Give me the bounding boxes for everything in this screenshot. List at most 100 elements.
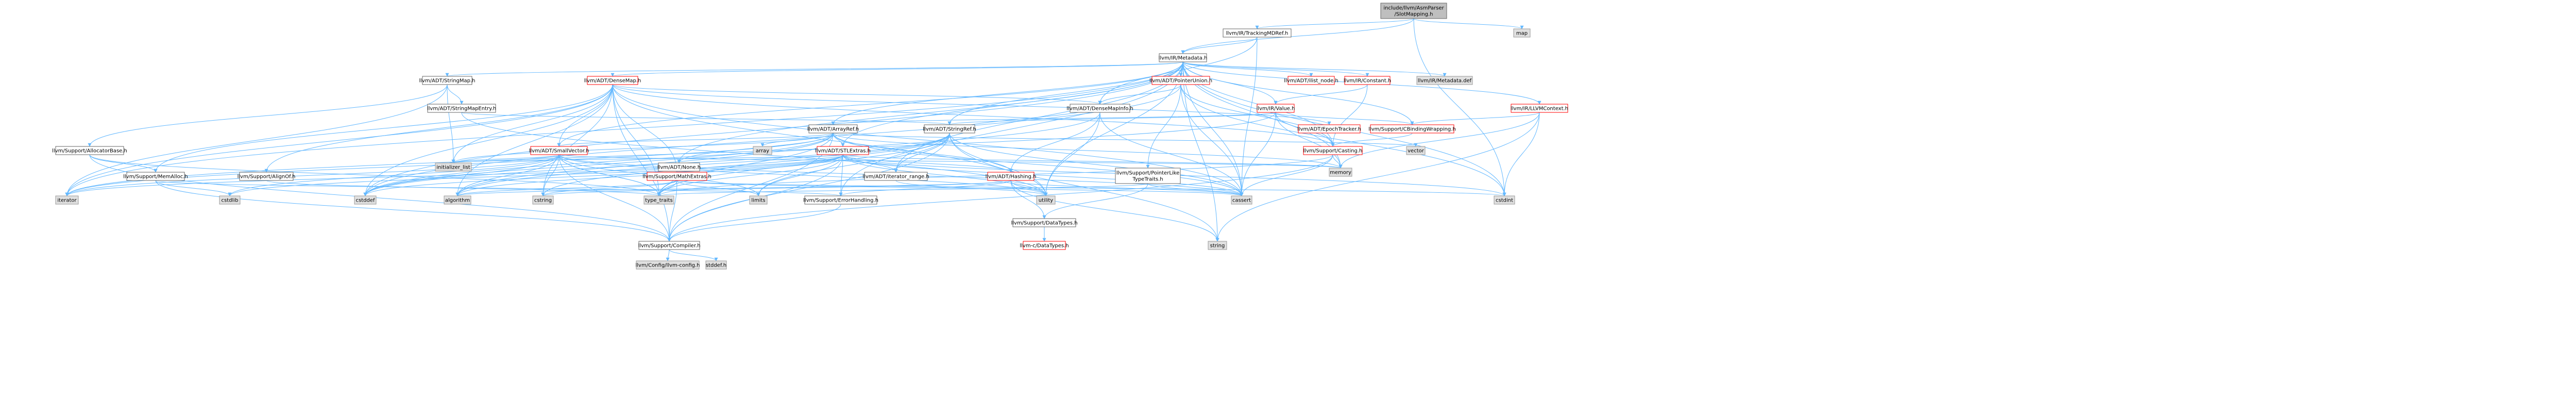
node-stlextras[interactable]: llvm/ADT/STLExtras.h [815, 146, 871, 155]
node-iterator-box [55, 195, 79, 205]
node-cstdint: cstdint [1494, 195, 1515, 205]
edge-stringmap-to-allocatorbase [88, 84, 448, 147]
node-pointerunion-label: llvm/ADT/PointerUnion.h [1149, 78, 1212, 84]
node-algorithm-label: algorithm [445, 198, 470, 204]
node-errorhandling[interactable]: llvm/Support/ErrorHandling.h [803, 195, 878, 205]
node-metadata-def: llvm/IR/Metadata.def [1416, 76, 1473, 85]
edge-llvmcontext-to-string [1215, 112, 1540, 242]
node-cbindingwrapping[interactable]: llvm/Support/CBindingWrapping.h [1368, 124, 1456, 134]
node-datatypes-box [1012, 218, 1076, 227]
node-cstdlib-label: cstdlib [222, 198, 239, 204]
node-densemapinfo-label: llvm/ADT/DenseMapInfo.h [1066, 106, 1133, 112]
edge-stringref-to-cstddef [363, 133, 950, 196]
node-value-box [1257, 104, 1295, 113]
node-memory-box [1329, 168, 1352, 177]
edge-metadata-to-arrayref [831, 61, 1183, 125]
node-epochtracker[interactable]: llvm/ADT/EpochTracker.h [1297, 124, 1361, 134]
node-config-label: llvm/Config/llvm-config.h [636, 263, 700, 269]
edge-llvmcontext-to-cstdint [1502, 112, 1540, 196]
node-trackingmdref-box [1223, 28, 1292, 38]
node-llvmc-datatypes[interactable]: llvm-c/DataTypes.h [1020, 241, 1069, 250]
edge-mathextras-to-algorithm [455, 180, 677, 196]
node-arrayref[interactable]: llvm/ADT/ArrayRef.h [807, 124, 859, 134]
edge-metadata-to-errorhandling [839, 61, 1183, 196]
node-smallvector-box [530, 146, 588, 155]
node-ilist-node-box [1287, 76, 1335, 85]
node-errorhandling-box [804, 195, 877, 205]
node-vector: vector [1406, 146, 1426, 155]
edge-root-to-map [1413, 18, 1524, 29]
node-densemap[interactable]: llvm/ADT/DenseMap.h [584, 76, 641, 85]
node-pointerliketypetraits-box [1115, 168, 1181, 184]
node-allocatorbase-box [55, 146, 124, 155]
node-trackingmdref[interactable]: llvm/IR/TrackingMDRef.h [1223, 28, 1292, 38]
node-mathextras[interactable]: llvm/Support/MathExtras.h [642, 172, 711, 181]
node-pointerunion[interactable]: llvm/ADT/PointerUnion.h [1149, 76, 1212, 85]
edge-root-to-metadata [1181, 18, 1414, 54]
edge-mathextras-to-cassert [676, 180, 1244, 196]
edge-pointerunion-to-pointerliketypetraits [1146, 84, 1181, 169]
node-densemap-box [587, 76, 638, 85]
node-stringmapentry[interactable]: llvm/ADT/StringMapEntry.h [427, 104, 496, 113]
node-compiler[interactable]: llvm/Support/Compiler.h [638, 241, 701, 250]
node-metadata[interactable]: llvm/IR/Metadata.h [1159, 53, 1208, 62]
edge-allocatorbase-to-memalloc [89, 154, 158, 173]
node-hashing[interactable]: llvm/ADT/Hashing.h [986, 172, 1037, 181]
edge-stlextras-to-iterator [65, 154, 843, 196]
edge-llvmcontext-to-memory [1338, 112, 1540, 169]
edge-densemap-to-epochtracker [612, 84, 1331, 125]
node-allocatorbase-label: llvm/Support/AllocatorBase.h [52, 148, 127, 154]
node-datatypes[interactable]: llvm/Support/DataTypes.h [1011, 218, 1078, 227]
edge-stlextras-to-limits [756, 154, 843, 196]
node-metadata-label: llvm/IR/Metadata.h [1159, 56, 1208, 61]
node-cstdlib: cstdlib [219, 195, 241, 205]
node-iterator-range[interactable]: llvm/ADT/iterator_range.h [862, 172, 929, 181]
edge-densemap-to-memalloc [154, 84, 613, 173]
node-casting[interactable]: llvm/Support/Casting.h [1303, 146, 1363, 155]
node-value[interactable]: llvm/IR/Value.h [1257, 104, 1295, 113]
node-smallvector[interactable]: llvm/ADT/SmallVector.h [529, 146, 589, 155]
node-ilist-node[interactable]: llvm/ADT/ilist_node.h [1284, 76, 1338, 85]
edge-casting-to-cassert [1240, 154, 1333, 196]
node-stlextras-box [817, 146, 869, 155]
node-cassert-label: cassert [1232, 198, 1251, 204]
node-constant[interactable]: llvm/IR/Constant.h [1344, 76, 1391, 85]
node-allocatorbase[interactable]: llvm/Support/AllocatorBase.h [52, 146, 127, 155]
node-stddef: stddef.h [705, 260, 727, 270]
edge-densemap-to-densemapinfo [612, 84, 1102, 105]
node-initializer-list-label: initializer_list [436, 165, 470, 171]
edge-stringmap-to-stringmapentry [447, 84, 464, 105]
node-densemapinfo[interactable]: llvm/ADT/DenseMapInfo.h [1066, 104, 1133, 113]
node-root[interactable]: include/llvm/AsmParser/SlotMapping.h [1380, 3, 1447, 19]
node-value-label: llvm/IR/Value.h [1257, 106, 1295, 112]
edge-value-to-cassert [1240, 112, 1276, 196]
node-hashing-box [987, 172, 1035, 181]
node-cstdint-label: cstdint [1496, 198, 1513, 204]
node-stringref-box [924, 124, 975, 134]
node-constant-label: llvm/IR/Constant.h [1344, 78, 1391, 84]
edge-densemap-to-initializer_list [451, 84, 613, 163]
node-none[interactable]: llvm/ADT/None.h [657, 162, 701, 172]
edge-metadata-to-constant [1182, 61, 1369, 77]
node-alignof[interactable]: llvm/Support/AlignOf.h [238, 172, 296, 181]
node-initializer-list-box [435, 162, 472, 172]
node-llvmcontext[interactable]: llvm/IR/LLVMContext.h [1511, 104, 1568, 113]
edge-hashing-to-utility [1010, 180, 1048, 196]
node-constant-box [1344, 76, 1391, 85]
node-memalloc[interactable]: llvm/Support/MemAlloc.h [123, 172, 188, 181]
edge-stlextras-to-type_traits [657, 154, 843, 196]
node-string-label: string [1210, 243, 1225, 249]
edge-compiler-to-stddef [669, 249, 718, 261]
node-stringmap[interactable]: llvm/ADT/StringMap.h [419, 76, 476, 85]
edge-smallvector-to-iterator [65, 154, 560, 196]
edge-mathextras-to-compiler [667, 180, 677, 242]
edge-arrayref-to-memory [833, 133, 1343, 169]
edge-pointerunion-to-casting [1180, 84, 1335, 147]
node-cstdint-box [1494, 195, 1515, 205]
node-metadata-box [1159, 53, 1207, 62]
node-layer: include/llvm/AsmParser/SlotMapping.hmapl… [52, 3, 1568, 270]
node-stringref[interactable]: llvm/ADT/StringRef.h [923, 124, 976, 134]
edge-hashing-to-cassert [1010, 180, 1244, 196]
